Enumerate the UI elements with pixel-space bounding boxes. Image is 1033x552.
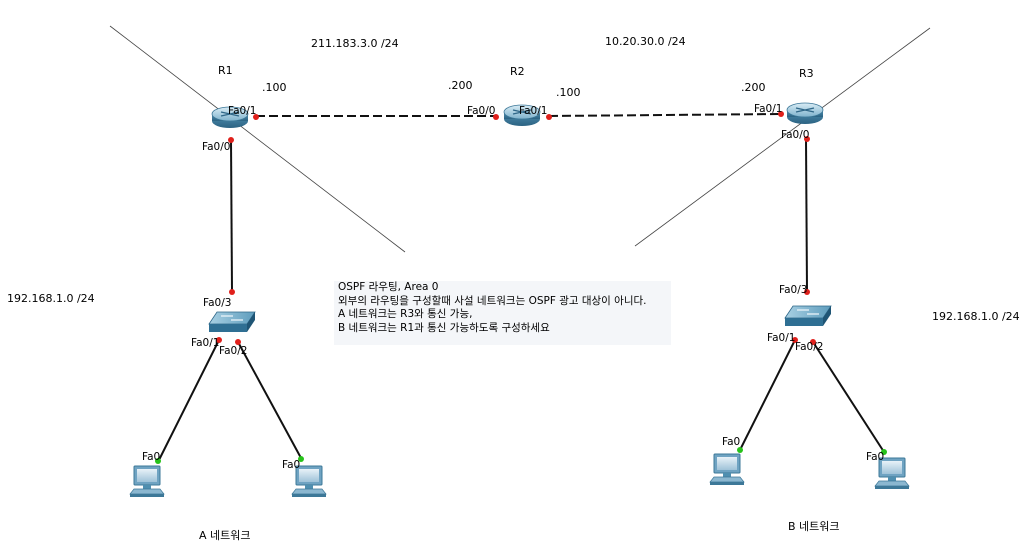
router-r3-label: R3 [799, 67, 814, 80]
ip-suffix-r2-fa01: .100 [556, 86, 581, 99]
port-dot-down [216, 337, 222, 343]
pc-b2[interactable] [874, 457, 910, 489]
port-dot-down [253, 114, 259, 120]
port-label: Fa0/3 [779, 284, 808, 296]
network-label-wan-right: 10.20.30.0 /24 [605, 35, 686, 48]
router-r1-label: R1 [218, 64, 233, 77]
port-label: Fa0/1 [191, 337, 220, 349]
cable-r3-sw2[interactable] [805, 138, 808, 293]
cable-sw2-pc3[interactable] [739, 339, 796, 451]
note-box[interactable]: OSPF 라우팅, Area 0 외부의 라우팅을 구성할때 사설 네트워크는 … [334, 281, 671, 345]
port-label: Fa0/1 [754, 103, 783, 115]
pc-a2[interactable] [291, 465, 327, 497]
note-line-2: 외부의 라우팅을 구성할때 사설 네트워크는 OSPF 광고 대상이 아니다. [338, 294, 647, 307]
port-label: Fa0/2 [795, 341, 824, 353]
port-label: Fa0 [142, 451, 161, 463]
port-label: Fa0/1 [519, 105, 548, 117]
port-label: Fa0/0 [781, 129, 810, 141]
port-dot-down [546, 114, 552, 120]
router-r3[interactable] [786, 102, 824, 124]
annotation-lines [109, 25, 931, 253]
port-label: Fa0/1 [228, 105, 257, 117]
port-label: Fa0/2 [219, 345, 248, 357]
port-dot-up [155, 458, 161, 464]
port-dot-down [810, 339, 816, 345]
ip-suffix-r2-fa00: .200 [448, 79, 473, 92]
port-label: Fa0/0 [467, 105, 496, 117]
port-status-dots [155, 111, 887, 464]
port-label: Fa0 [282, 459, 301, 471]
group-label-a: A 네트워크 [199, 529, 251, 542]
ip-suffix-r3-fa01: .200 [741, 81, 766, 94]
note-line-3: A 네트워크는 R3와 통신 가능, [338, 308, 473, 320]
port-label: Fa0/3 [203, 297, 232, 309]
port-dot-down [235, 339, 241, 345]
pc-b1[interactable] [709, 453, 745, 485]
annotation-line [109, 25, 406, 253]
port-label: Fa0 [722, 436, 741, 448]
group-label-b: B 네트워크 [788, 520, 840, 533]
switch-a[interactable] [208, 311, 256, 332]
annotation-line [634, 27, 931, 247]
note-line-1: OSPF 라우팅, Area 0 [338, 281, 439, 293]
port-dot-down [493, 114, 499, 120]
port-dot-down [778, 111, 784, 117]
port-dot-down [804, 289, 810, 295]
cable-r1-sw1[interactable] [230, 139, 233, 293]
ip-suffix-r1-fa01: .100 [262, 81, 287, 94]
port-dot-down [229, 289, 235, 295]
router-r2-label: R2 [510, 65, 525, 78]
port-dot-up [737, 447, 743, 453]
cable-sw1-pc1[interactable] [157, 339, 220, 463]
port-dot-up [298, 456, 304, 462]
port-label: Fa0/1 [767, 332, 796, 344]
note-line-4: B 네트워크는 R1과 통신 가능하도록 구성하세요 [338, 321, 550, 334]
network-label-lan-left: 192.168.1.0 /24 [7, 292, 95, 305]
cable-sw2-pc4[interactable] [812, 341, 885, 453]
network-label-lan-right: 192.168.1.0 /24 [932, 310, 1020, 323]
switch-b[interactable] [784, 305, 832, 326]
pc-a1[interactable] [129, 465, 165, 497]
router-r1[interactable] [211, 106, 249, 128]
router-r2[interactable] [503, 104, 541, 126]
cables [157, 113, 885, 463]
port-dot-down [228, 137, 234, 143]
network-label-wan-left: 211.183.3.0 /24 [311, 37, 399, 50]
port-dot-up [881, 449, 887, 455]
cable-sw1-pc2[interactable] [237, 341, 302, 459]
port-dot-down [804, 136, 810, 142]
cable-r2-r3[interactable] [548, 113, 782, 117]
port-label: Fa0/0 [202, 141, 231, 153]
port-label: Fa0 [866, 451, 885, 463]
port-dot-down [792, 337, 798, 343]
